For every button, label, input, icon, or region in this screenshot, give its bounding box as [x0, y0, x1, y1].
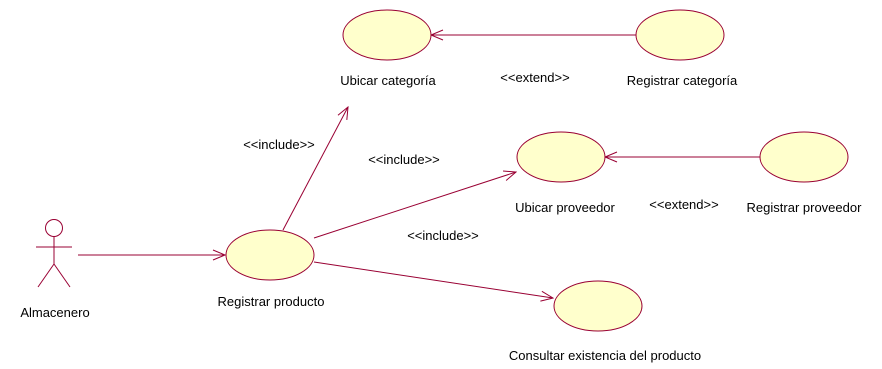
usecase-registrar-producto-label: Registrar producto [218, 294, 325, 309]
actor-head-icon [45, 219, 63, 237]
usecase-registrar-categoria-label: Registrar categoría [627, 73, 738, 88]
usecase-ubicar-categoria[interactable] [342, 9, 432, 61]
usecase-registrar-proveedor[interactable] [759, 131, 849, 183]
usecase-ubicar-categoria-label: Ubicar categoría [340, 73, 436, 88]
usecase-consultar-existencia-label: Consultar existencia del producto [509, 348, 701, 363]
include-edge-ubicar-categoria [282, 107, 348, 231]
usecase-registrar-proveedor-label: Registrar proveedor [747, 200, 863, 215]
usecase-ubicar-proveedor-label: Ubicar proveedor [515, 200, 615, 215]
usecase-ubicar-proveedor[interactable] [516, 131, 606, 183]
usecase-registrar-categoria[interactable] [635, 9, 725, 61]
actor-right-leg-icon [53, 263, 71, 288]
usecase-registrar-producto[interactable] [225, 229, 315, 281]
include-label-existencia: <<include>> [407, 228, 479, 243]
actor-left-leg-icon [37, 263, 55, 288]
include-label-categoria: <<include>> [243, 137, 315, 152]
include-label-proveedor: <<include>> [368, 152, 440, 167]
include-edge-ubicar-proveedor [313, 172, 516, 239]
include-edge-consultar-existencia [313, 261, 553, 298]
extend-label-categoria: <<extend>> [500, 70, 569, 85]
actor-almacenero[interactable] [36, 219, 72, 288]
extend-label-proveedor: <<extend>> [649, 197, 718, 212]
usecase-consultar-existencia[interactable] [553, 280, 643, 332]
actor-label: Almacenero [20, 305, 89, 320]
